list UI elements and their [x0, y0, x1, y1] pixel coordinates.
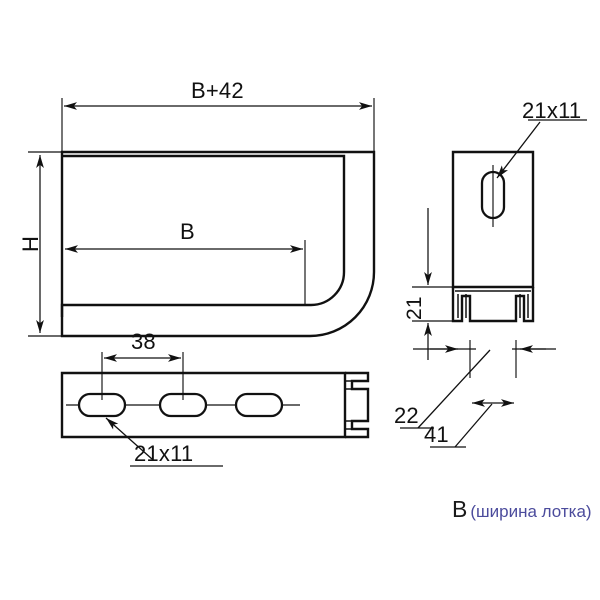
dimension-label-41: 41 — [424, 422, 449, 447]
plan-view — [60, 352, 370, 439]
dimension-b-plus-42 — [61, 98, 375, 152]
caption-note: (ширина лотка) — [470, 502, 592, 521]
dimension-41 — [430, 399, 514, 448]
leader-21x11-side — [496, 119, 587, 179]
plan-channel-inner-lines — [345, 380, 352, 430]
side-view — [451, 150, 535, 323]
plan-slot-group — [77, 392, 284, 418]
plan-slot-3 — [234, 392, 284, 418]
dimension-label-38: 38 — [131, 329, 156, 354]
dimension-21 — [412, 208, 460, 360]
bracket-inner-profile — [60, 154, 346, 317]
dimension-label-21x11-side: 21x11 — [522, 98, 582, 123]
plan-channel-profile — [345, 371, 370, 439]
leader-line — [417, 349, 491, 429]
leader-21x11-plan — [105, 417, 223, 467]
side-channel-lip-left — [457, 294, 467, 318]
side-channel-lip-right — [519, 294, 529, 318]
dimension-label-22: 22 — [394, 403, 419, 428]
caption-tray-width: B(ширина лотка) — [452, 498, 592, 521]
dimension-label-h: H — [18, 235, 43, 252]
caption-symbol: B — [452, 496, 468, 522]
dimension-label-b-plus-42: B+42 — [191, 78, 244, 103]
bracket-outer-profile — [60, 150, 376, 338]
dimension-label-b: B — [180, 219, 195, 244]
leader-line — [105, 417, 153, 460]
dimension-h — [28, 151, 62, 337]
side-channel-profile — [451, 287, 535, 323]
dimension-label-21: 21 — [403, 296, 426, 320]
leader-line — [496, 121, 541, 179]
dimension-label-21x11-plan: 21x11 — [134, 441, 194, 466]
dimension-b — [65, 240, 306, 306]
front-elevation-view — [60, 150, 376, 338]
leader-line — [454, 403, 493, 448]
dimension-22 — [400, 340, 556, 429]
